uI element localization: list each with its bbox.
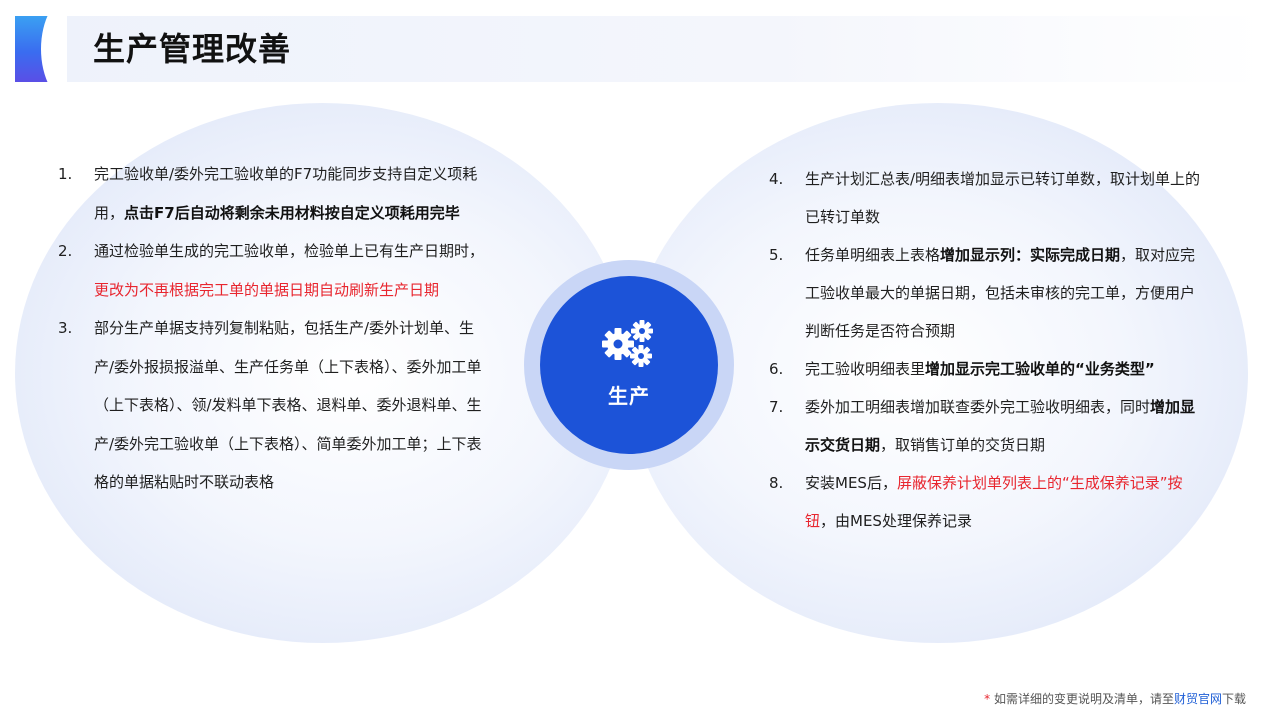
item-highlight-bold: 点击F7后自动将剩余未用材料按自定义项耗用完毕 [124,203,460,222]
item-text: 委外加工明细表增加联查委外完工验收明细表，同时 [805,398,1151,416]
item-number: 1. [58,165,73,183]
right-improvement-list: 4. 生产计划汇总表/明细表增加显示已转订单数，取计划单上的已转订单数 5. 任务单… [769,160,1209,540]
header-bar [15,16,1265,82]
list-item: 4. 生产计划汇总表/明细表增加显示已转订单数，取计划单上的已转订单数 [769,160,1209,236]
gears-icon [602,320,653,367]
item-text: 生产计划汇总表/明细表增加显示已转订单数，取计划单上的已转订单数 [805,170,1201,226]
item-text: 完工验收明细表里 [805,360,926,378]
item-number: 6. [769,360,784,378]
list-item: 3. 部分生产单据支持列复制粘贴，包括生产/委外计划单、生产/委外报损报溢单、生产… [58,309,488,502]
item-text: ，由MES处理保养记录 [820,512,972,530]
item-highlight-bold: 增加显示列：实际完成日期 [940,246,1121,264]
item-number: 2. [58,242,73,260]
item-number: 4. [769,170,784,188]
item-highlight-red: 屏蔽保养计划单列表上的“生成保养记录”按钮 [805,474,1183,530]
item-text: 任务单明细表上表格 [805,246,941,264]
item-text: ，取对应完工验收单最大的单据日期，包括未审核的完工单，方便用户判断任务是否符合预… [805,246,1196,340]
item-number: 5. [769,246,784,264]
footer-note: * 如需详细的变更说明及清单，请至财贸官网下载 [984,690,1246,707]
item-text: 通过检验单生成的完工验收单，检验单上已有生产日期时， [94,242,485,260]
center-badge: 生产 [540,276,718,454]
list-item: 6. 完工验收明细表里增加显示完工验收单的“业务类型” [769,350,1209,388]
item-number: 3. [58,319,73,337]
footer-brand-link[interactable]: 财贸官网 [1173,692,1222,706]
item-text: 完工验收单/委外完工验收单的F7功能同步支持自定义项耗用， [94,165,478,222]
list-item: 7. 委外加工明细表增加联查委外完工验收明细表，同时增加显示交货日期，取销售订单的… [769,388,1209,464]
item-number: 7. [769,398,784,416]
page-title: 生产管理改善 [93,30,292,68]
footer-suffix: 下载 [1221,692,1246,706]
item-highlight-bold: 增加显示交货日期 [805,398,1196,454]
item-highlight-bold: 增加显示完工验收单的“业务类型” [925,360,1155,378]
item-highlight-red: 更改为不再根据完工单的单据日期自动刷新生产日期 [94,280,440,299]
list-item: 5. 任务单明细表上表格增加显示列：实际完成日期，取对应完工验收单最大的单据日期，… [769,236,1209,350]
list-item: 8. 安装MES后，屏蔽保养计划单列表上的“生成保养记录”按钮，由MES处理保养记… [769,464,1209,540]
center-label: 生产 [608,384,650,408]
left-improvement-list: 1. 完工验收单/委外完工验收单的F7功能同步支持自定义项耗用，点击F7后自动将剩… [58,155,488,502]
item-text: ，取销售订单的交货日期 [880,436,1046,454]
header-accent [15,16,67,82]
asterisk-mark: * [984,692,991,706]
list-item: 1. 完工验收单/委外完工验收单的F7功能同步支持自定义项耗用，点击F7后自动将剩… [58,155,488,232]
footer-text: 如需详细的变更说明及清单，请至 [990,692,1174,706]
item-text: 安装MES后， [805,474,897,492]
item-text: 部分生产单据支持列复制粘贴，包括生产/委外计划单、生产/委外报损报溢单、生产任务… [94,319,482,491]
list-item: 2. 通过检验单生成的完工验收单，检验单上已有生产日期时， 更改为不再根据完工单的单… [58,232,488,309]
item-number: 8. [769,474,784,492]
